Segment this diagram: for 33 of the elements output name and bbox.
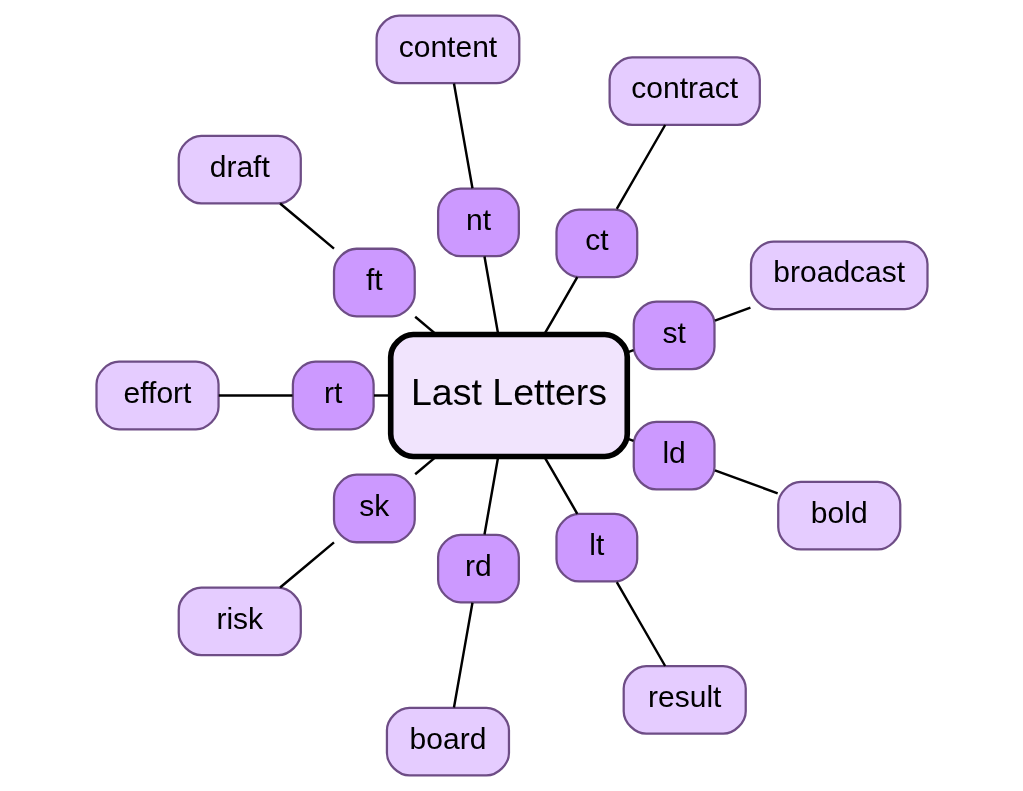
node-box: draft [177,134,302,205]
node-box: effort [94,360,220,431]
node-box: Last Letters [387,331,630,460]
node-box: rt [291,360,375,431]
connector [714,306,751,322]
connector [615,124,666,210]
connector [373,394,390,397]
connector [627,437,634,442]
node-box: risk [177,586,302,657]
node-box: rd [436,533,520,604]
connector [278,202,335,250]
node-box: nt [436,187,520,258]
node-box: lt [554,512,638,583]
node-box: board [385,706,510,777]
node-box: st [632,300,716,371]
node-box: contract [608,56,761,127]
connector [714,469,778,495]
connector [452,602,474,708]
node-box: content [375,14,520,85]
connector [452,83,474,189]
connector [482,256,499,335]
node-box: ld [632,420,716,491]
connector [278,541,335,589]
connector [627,349,634,354]
connector [615,581,666,667]
node-box: result [622,664,747,735]
node-box: bold [776,480,901,551]
node-box: broadcast [749,240,929,311]
node-box: sk [332,473,416,544]
node-box: ct [554,208,638,279]
connector [482,456,499,535]
node-box: ft [332,247,416,318]
connector [218,394,292,397]
